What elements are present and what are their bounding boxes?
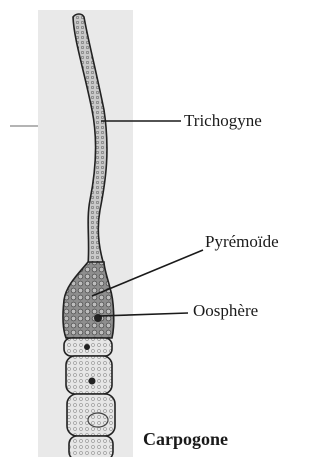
cell-nucleus <box>84 344 90 350</box>
filament-cell-4 <box>69 436 113 457</box>
figure-caption: Carpogone <box>143 430 228 448</box>
filament-cell-2 <box>66 356 112 394</box>
cell-nucleus <box>89 378 96 385</box>
label-pyremoide: Pyrémoïde <box>205 233 279 250</box>
label-trichogyne: Trichogyne <box>184 112 262 129</box>
label-oosphere: Oosphère <box>193 302 258 319</box>
